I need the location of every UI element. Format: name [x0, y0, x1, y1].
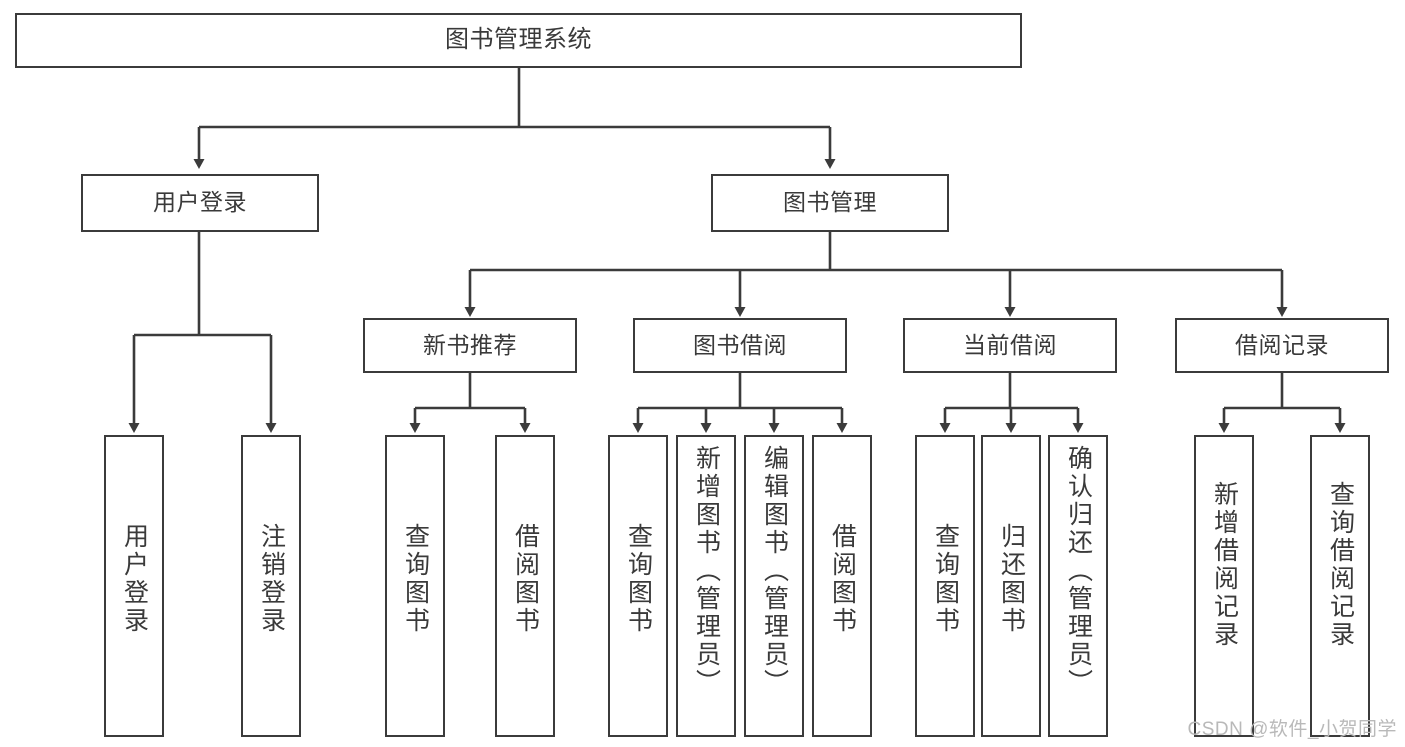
node-label: 新增借阅记录 — [1210, 481, 1239, 649]
node-root-system[interactable]: 图书管理系统 — [15, 13, 1022, 68]
leaf-borrow-book-2[interactable]: 借阅图书 — [812, 435, 872, 737]
leaf-query-book-2[interactable]: 查询图书 — [608, 435, 668, 737]
node-label: 归还图书 — [997, 523, 1026, 635]
node-label: 查询图书 — [624, 523, 653, 635]
node-new-book-recommend[interactable]: 新书推荐 — [363, 318, 577, 373]
node-label: 查询图书 — [401, 523, 430, 635]
node-current-borrow[interactable]: 当前借阅 — [903, 318, 1117, 373]
node-book-borrow[interactable]: 图书借阅 — [633, 318, 847, 373]
node-label: 新书推荐 — [423, 331, 517, 358]
node-borrow-record[interactable]: 借阅记录 — [1175, 318, 1389, 373]
node-label: 新增图书（管理员） — [692, 445, 721, 697]
leaf-add-record[interactable]: 新增借阅记录 — [1194, 435, 1254, 737]
node-label: 用户登录 — [153, 189, 247, 216]
node-label: 查询图书 — [931, 523, 960, 635]
node-user-login[interactable]: 用户登录 — [81, 174, 319, 232]
node-label: 图书管理系统 — [445, 26, 592, 54]
node-label: 编辑图书（管理员） — [760, 445, 789, 697]
node-label: 确认归还（管理员） — [1064, 445, 1093, 697]
node-label: 图书借阅 — [693, 331, 787, 358]
leaf-query-book-3[interactable]: 查询图书 — [915, 435, 975, 737]
leaf-logout-login[interactable]: 注销登录 — [241, 435, 301, 737]
leaf-query-book-1[interactable]: 查询图书 — [385, 435, 445, 737]
leaf-edit-book[interactable]: 编辑图书（管理员） — [744, 435, 804, 737]
leaf-add-book[interactable]: 新增图书（管理员） — [676, 435, 736, 737]
leaf-return-book[interactable]: 归还图书 — [981, 435, 1041, 737]
leaf-query-record[interactable]: 查询借阅记录 — [1310, 435, 1370, 737]
leaf-user-login[interactable]: 用户登录 — [104, 435, 164, 737]
node-label: 当前借阅 — [963, 331, 1057, 358]
node-label: 图书管理 — [783, 189, 877, 216]
node-label: 查询借阅记录 — [1326, 481, 1355, 649]
node-book-manage[interactable]: 图书管理 — [711, 174, 949, 232]
leaf-confirm-return[interactable]: 确认归还（管理员） — [1048, 435, 1108, 737]
node-label: 借阅图书 — [828, 523, 857, 635]
node-label: 注销登录 — [257, 523, 286, 635]
node-label: 借阅记录 — [1235, 331, 1329, 358]
leaf-borrow-book-1[interactable]: 借阅图书 — [495, 435, 555, 737]
node-label: 借阅图书 — [511, 523, 540, 635]
watermark: CSDN @软件_小贺同学 — [1187, 719, 1397, 740]
node-label: 用户登录 — [120, 523, 149, 635]
